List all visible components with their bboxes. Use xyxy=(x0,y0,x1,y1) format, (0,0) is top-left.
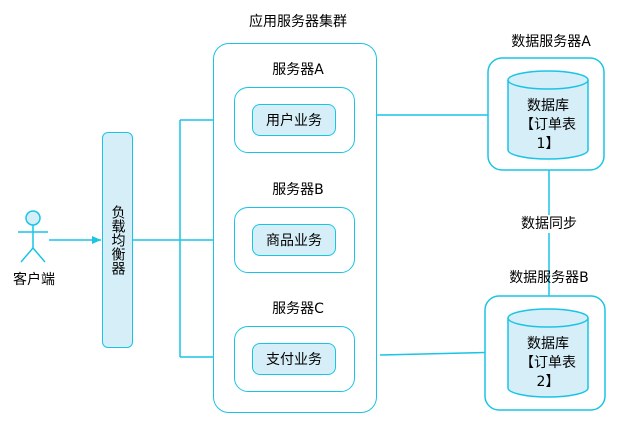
server-c-title: 服务器C xyxy=(272,301,324,317)
server-b-service[interactable]: 商品业务 xyxy=(252,224,336,256)
server-a-service[interactable]: 用户业务 xyxy=(252,104,336,136)
server-c-service[interactable]: 支付业务 xyxy=(252,343,336,375)
database-a-line1: 数据库 xyxy=(527,98,569,114)
server-a-title: 服务器A xyxy=(272,62,324,78)
database-b-cylinder-icon xyxy=(507,308,589,398)
database-b-line3: 2】 xyxy=(536,374,560,390)
database-a-line3: 1】 xyxy=(536,136,560,152)
data-server-a-title: 数据服务器A xyxy=(511,34,591,50)
database-b-line1: 数据库 xyxy=(527,336,569,352)
client-label: 客户端 xyxy=(13,272,55,288)
database-a-cylinder-icon xyxy=(507,70,589,160)
database-b-line2: 【订单表 xyxy=(520,355,576,371)
database-a-line2: 【订单表 xyxy=(520,117,576,133)
load-balancer-label: 负载均衡器 xyxy=(109,205,126,275)
cluster-title: 应用服务器集群 xyxy=(249,14,347,30)
data-server-b-title: 数据服务器B xyxy=(509,270,589,286)
client-figure-icon xyxy=(18,210,48,263)
data-sync-label: 数据同步 xyxy=(512,215,586,233)
server-b-title: 服务器B xyxy=(272,182,324,198)
load-balancer[interactable]: 负载均衡器 xyxy=(102,132,133,348)
